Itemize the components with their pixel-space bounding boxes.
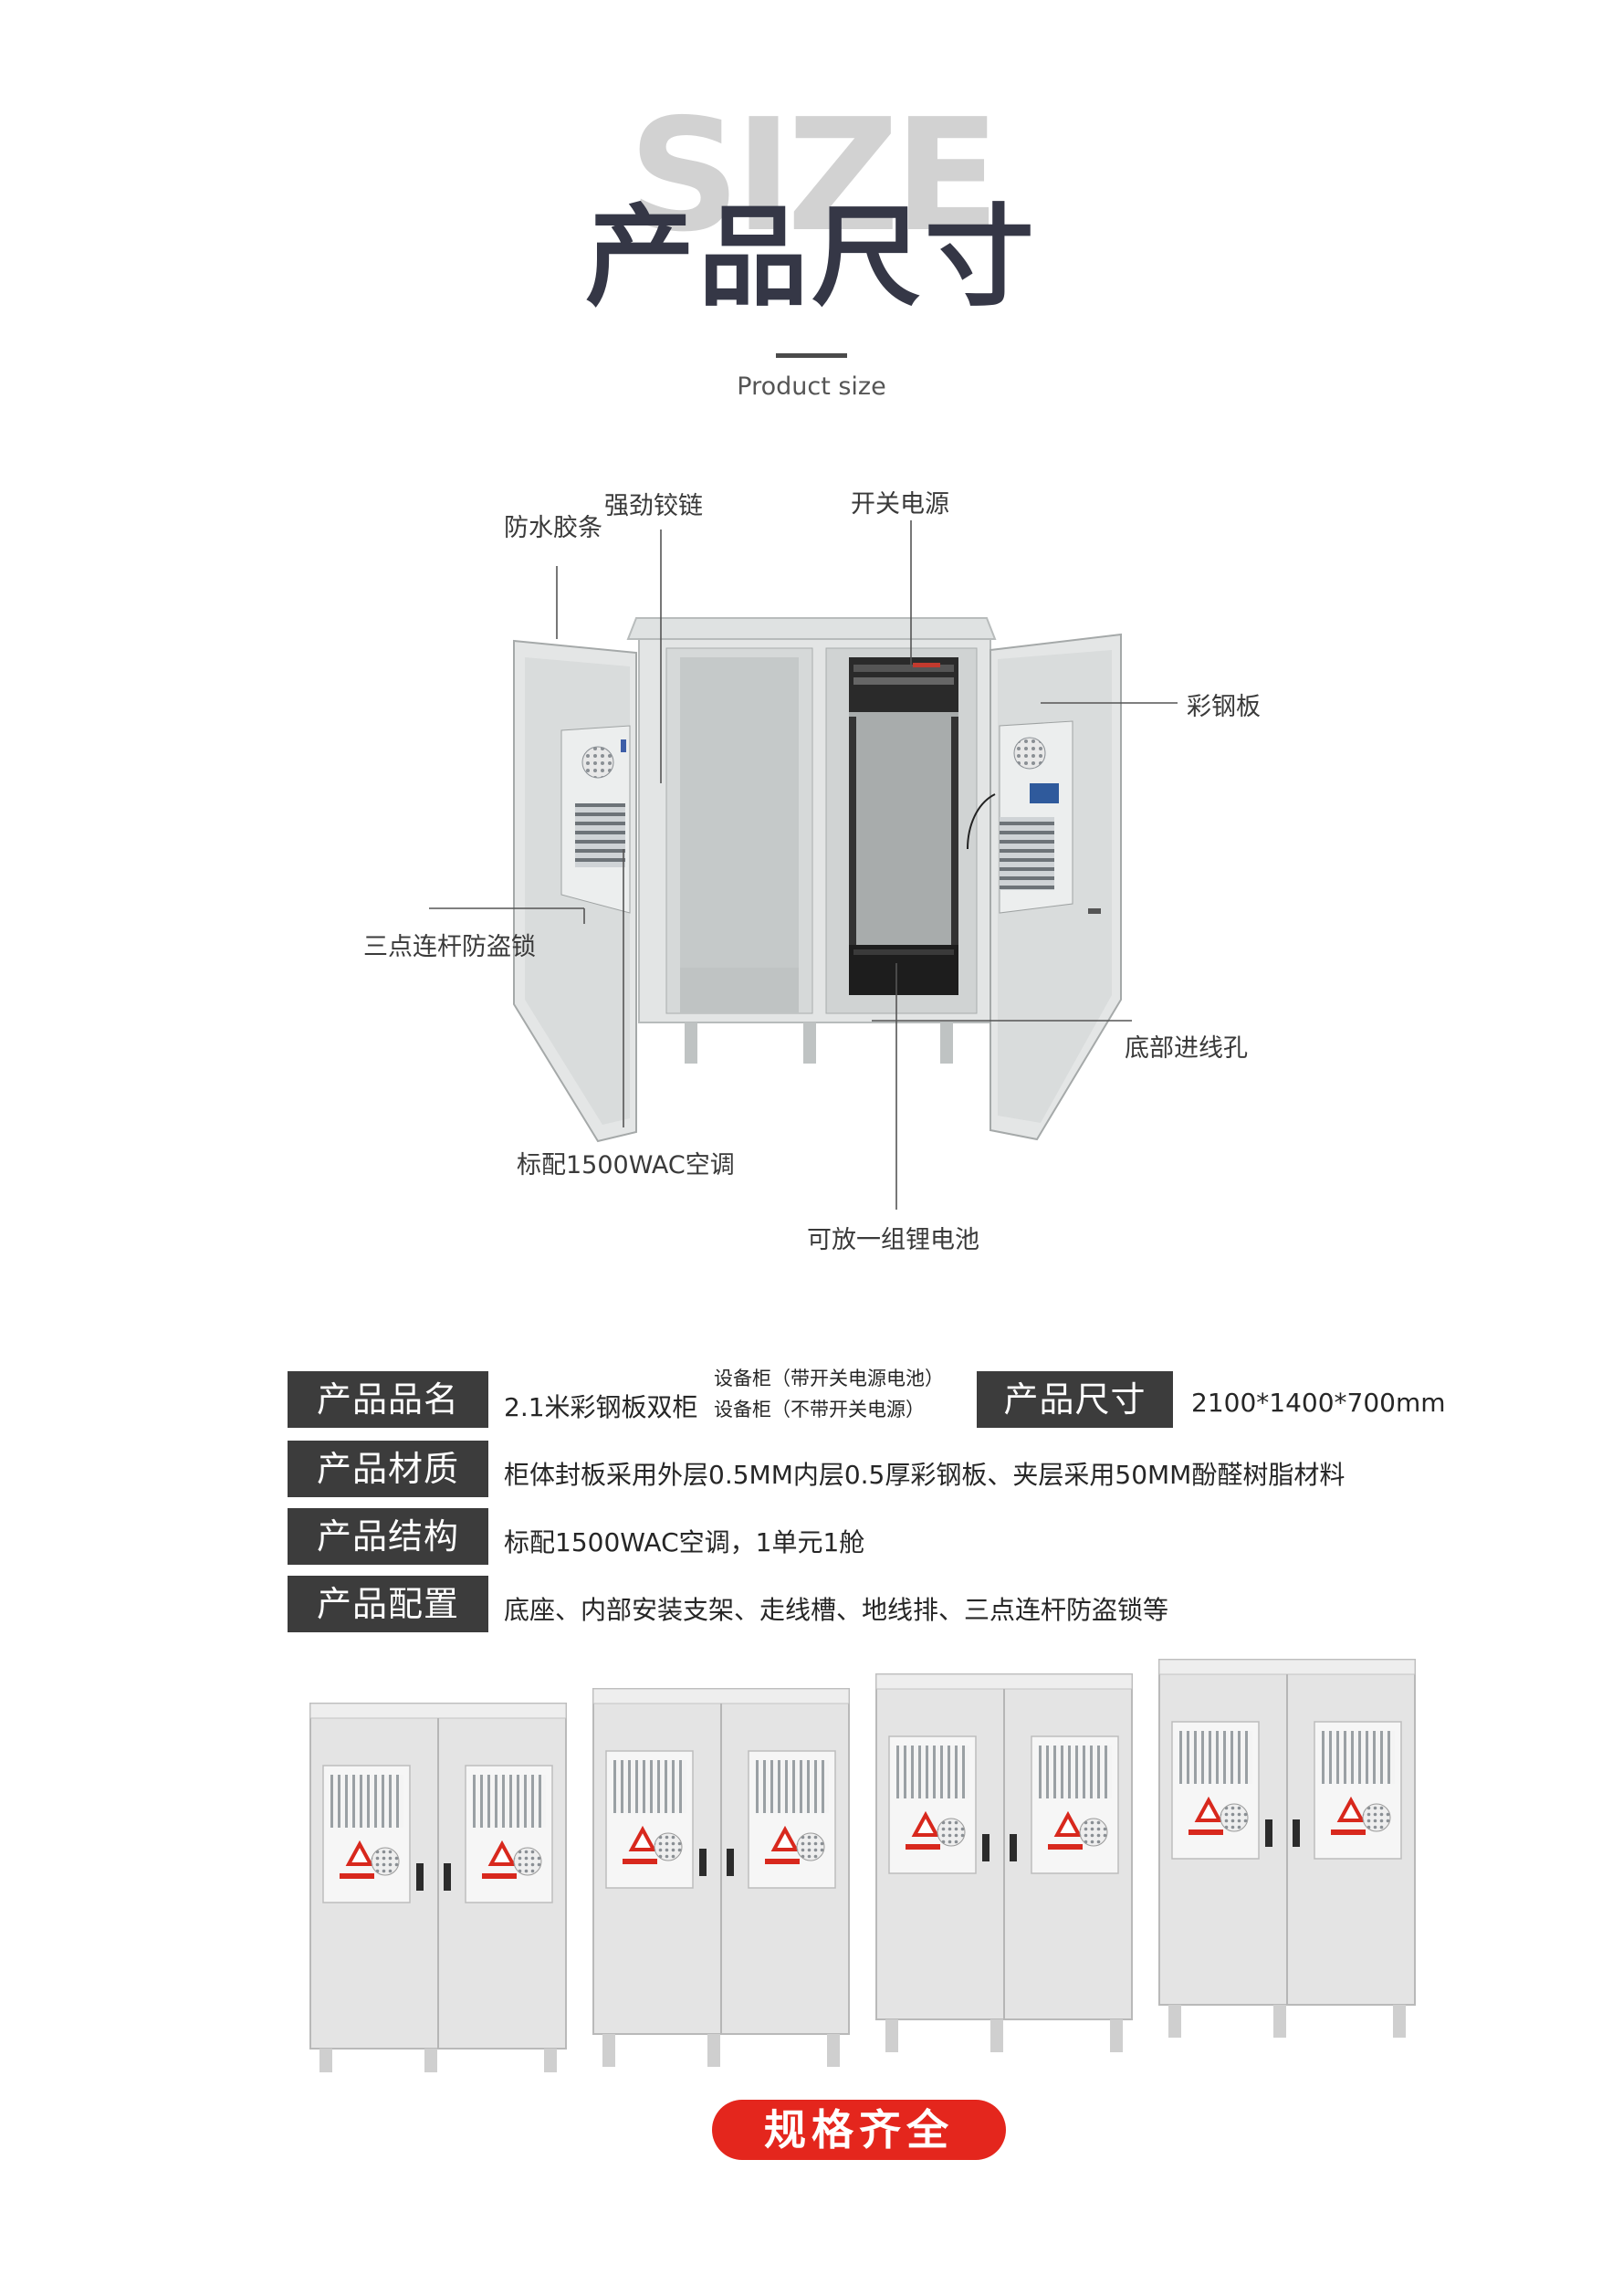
callout-lines bbox=[429, 520, 1178, 1210]
spec-material-value: 柜体封板采用外层0.5MM内层0.5厚彩钢板、夹层采用50MM酚醛树脂材料 bbox=[504, 1460, 1346, 1490]
cabinet-3 bbox=[876, 1674, 1132, 2052]
left-door bbox=[513, 639, 637, 1143]
callout-air-conditioner: 标配1500WAC空调 bbox=[517, 1151, 735, 1179]
spec-name-option-2: 设备柜（不带开关电源） bbox=[714, 1399, 925, 1421]
callout-bottom-inlet: 底部进线孔 bbox=[1125, 1034, 1248, 1063]
spec-name-option-1: 设备柜（带开关电源电池） bbox=[714, 1368, 944, 1389]
page-title: 产品尺寸 bbox=[585, 194, 1038, 321]
callout-power-supply: 开关电源 bbox=[851, 490, 949, 519]
cabinet-4 bbox=[1159, 1660, 1415, 2038]
spec-head-size: 产品尺寸 bbox=[977, 1371, 1173, 1428]
size-background-word: SIZE bbox=[628, 86, 1000, 267]
cabinet-1 bbox=[310, 1704, 566, 2072]
callout-three-point-lock: 三点连杆防盗锁 bbox=[363, 933, 536, 961]
spec-head-structure: 产品结构 bbox=[288, 1508, 488, 1565]
cabinet-body bbox=[626, 617, 997, 1064]
callout-battery: 可放一组锂电池 bbox=[807, 1226, 979, 1254]
title-divider bbox=[776, 353, 847, 358]
callout-steel-panel: 彩钢板 bbox=[1187, 693, 1261, 721]
full-specs-button[interactable]: 规格齐全 bbox=[712, 2100, 1006, 2160]
callout-waterproof-strip: 防水胶条 bbox=[504, 514, 602, 542]
cabinet-lineup bbox=[0, 1634, 1623, 2072]
spec-size-value: 2100*1400*700mm bbox=[1191, 1388, 1446, 1418]
right-door bbox=[967, 633, 1122, 1141]
callout-hinge: 强劲铰链 bbox=[604, 492, 703, 520]
spec-head-name: 产品品名 bbox=[288, 1371, 488, 1428]
spec-name-value: 2.1米彩钢板双柜 bbox=[504, 1392, 698, 1422]
cabinet-2 bbox=[593, 1689, 849, 2067]
spec-head-material: 产品材质 bbox=[288, 1441, 488, 1497]
spec-config-value: 底座、内部安装支架、走线槽、地线排、三点连杆防盗锁等 bbox=[504, 1595, 1169, 1625]
page-subtitle: Product size bbox=[737, 372, 886, 401]
spec-structure-value: 标配1500WAC空调，1单元1舱 bbox=[504, 1527, 865, 1557]
open-cabinet-diagram bbox=[429, 520, 1178, 1210]
spec-head-config: 产品配置 bbox=[288, 1576, 488, 1632]
